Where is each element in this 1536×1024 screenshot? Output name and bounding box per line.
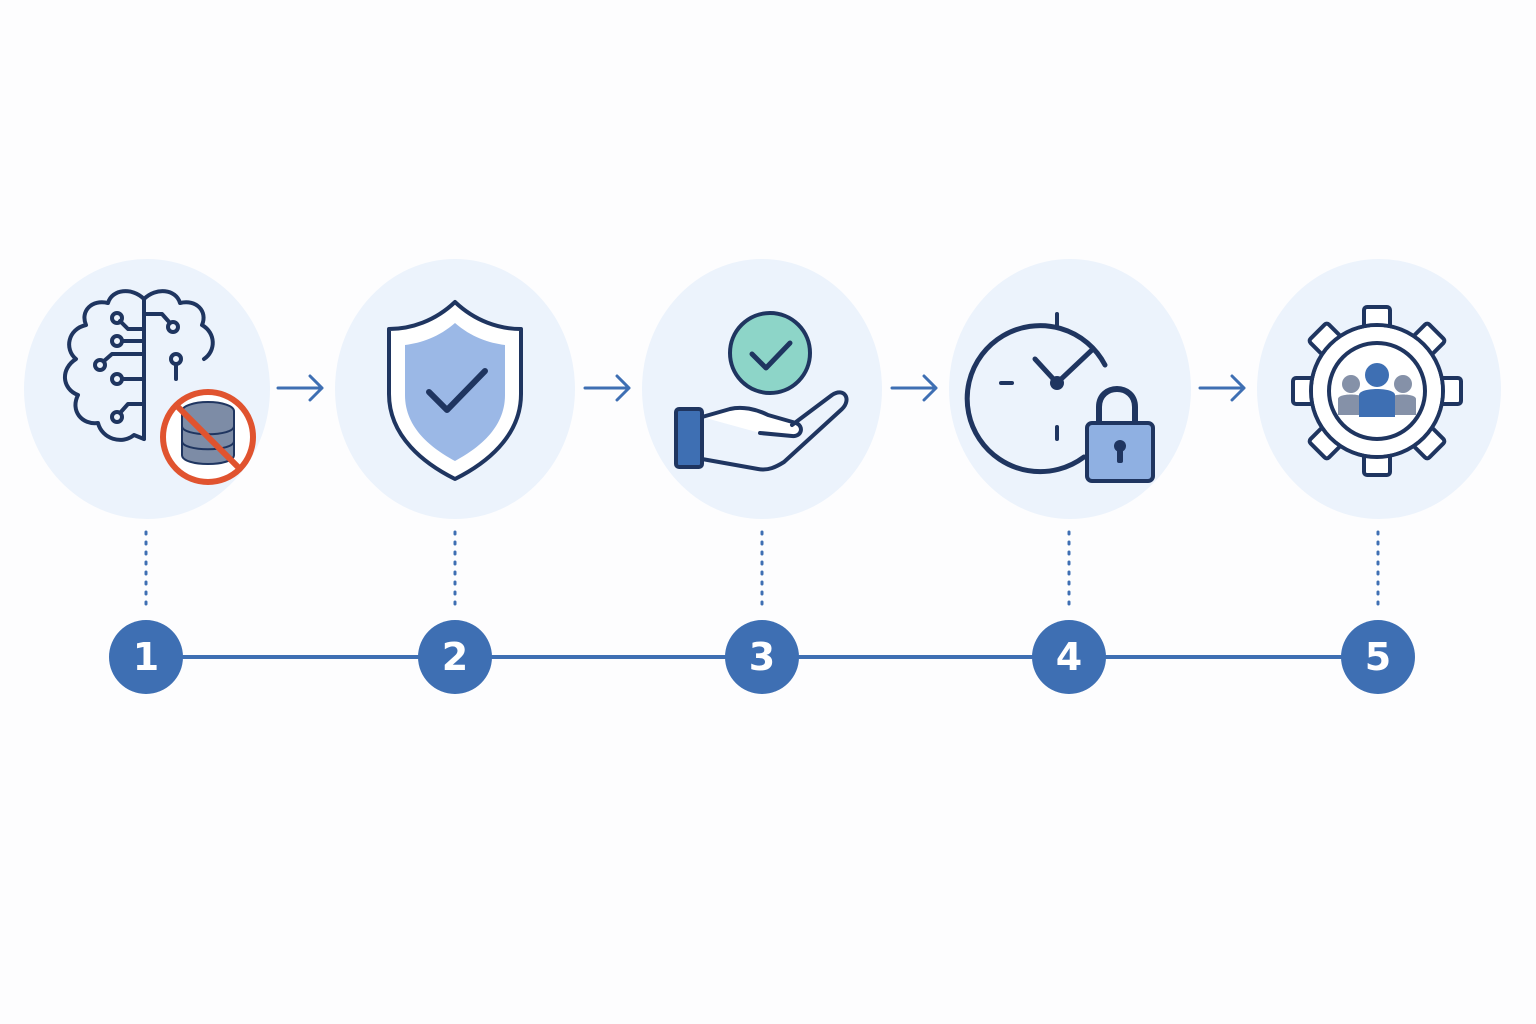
arrow-right-icon <box>890 374 938 402</box>
dotted-connector-1 <box>144 530 148 610</box>
step-number-4: 4 <box>1032 620 1106 694</box>
arrow-right-icon <box>276 374 324 402</box>
arrow-right-icon <box>583 374 631 402</box>
step-number-5: 5 <box>1341 620 1415 694</box>
dotted-connector-5 <box>1376 530 1380 610</box>
dotted-connector-4 <box>1067 530 1071 610</box>
arrow-right-icon <box>1198 374 1246 402</box>
brain-no-database-icon <box>63 289 256 485</box>
dotted-connector-3 <box>760 530 764 610</box>
shield-check-icon <box>387 300 523 481</box>
step-number-3: 3 <box>725 620 799 694</box>
step-1-circle <box>24 259 270 519</box>
hand-check-icon <box>674 311 849 472</box>
step-5-circle <box>1257 259 1501 519</box>
step-2-circle <box>335 259 575 519</box>
step-3-circle <box>642 259 882 519</box>
gear-people-icon <box>1291 305 1463 477</box>
dotted-connector-2 <box>453 530 457 610</box>
step-number-1: 1 <box>109 620 183 694</box>
step-number-2: 2 <box>418 620 492 694</box>
step-4-circle <box>949 259 1191 519</box>
clock-lock-icon <box>964 312 1155 483</box>
